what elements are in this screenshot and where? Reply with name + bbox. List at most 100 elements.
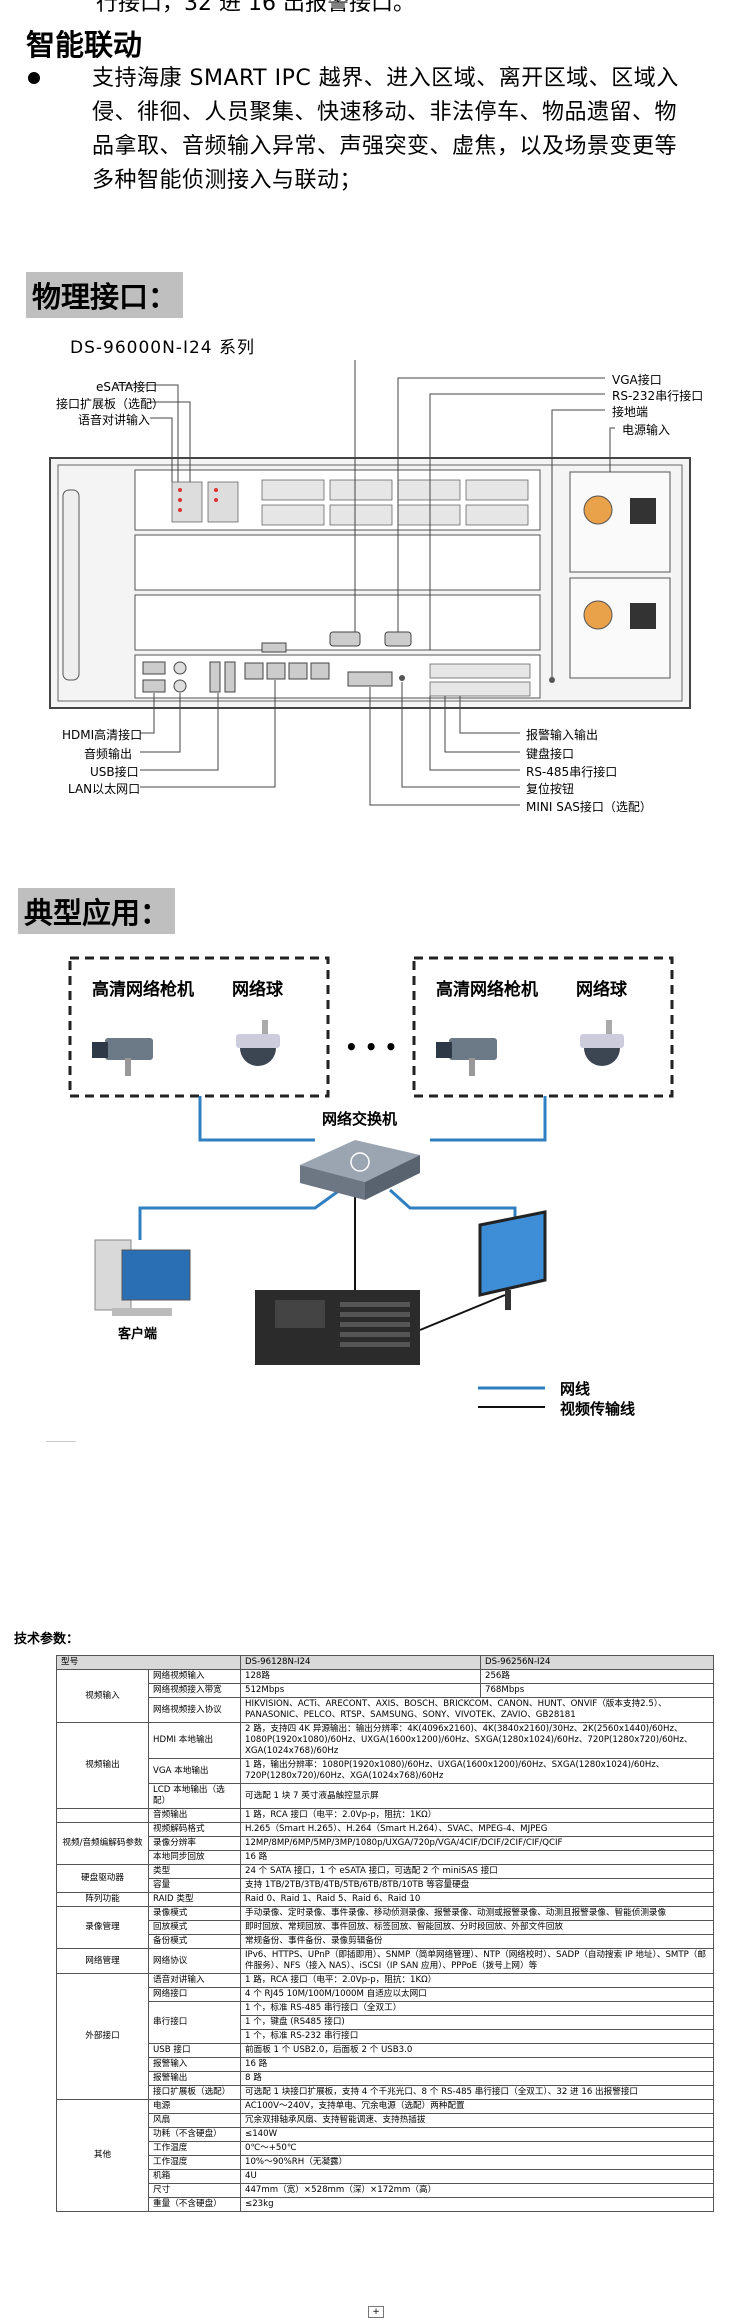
label-expansion-board: 接口扩展板（选配） <box>56 397 165 411</box>
spec-item-cell: 回放模式 <box>148 1920 241 1935</box>
label-vga: VGA接口 <box>612 373 662 387</box>
label-ground: 接地端 <box>612 405 649 419</box>
spec-value-cell: 支持 1TB/2TB/3TB/4TB/5TB/6TB/8TB/10TB 等容量硬… <box>240 1878 714 1893</box>
spec-value-cell: 1 个，标准 RS-232 串行接口 <box>240 2029 714 2044</box>
label-audio-talk-in: 语音对讲输入 <box>78 413 151 427</box>
spec-value-cell: 4U <box>240 2169 714 2184</box>
spec-value-cell: 8 路 <box>240 2071 714 2086</box>
spec-value-cell: 512Mbps <box>240 1683 481 1698</box>
label-power-input: 电源输入 <box>622 423 671 437</box>
spec-value-cell: 0℃～+50℃ <box>240 2141 714 2156</box>
spec-item-cell: HDMI 本地输出 <box>148 1722 241 1759</box>
table-row: USB 接口前面板 1 个 USB2.0，后面板 2 个 USB3.0 <box>57 2043 714 2058</box>
dome-camera-icon <box>580 1020 624 1066</box>
label-reset: 复位按钮 <box>526 782 575 796</box>
bullet-camera-icon <box>436 1038 497 1076</box>
spec-item-cell: 类型 <box>148 1864 241 1879</box>
table-row: 容量支持 1TB/2TB/3TB/4TB/5TB/6TB/8TB/10TB 等容… <box>57 1878 714 1893</box>
spec-title: 技术参数： <box>14 1632 80 1647</box>
spec-value-cell: 1 路，RCA 接口（电平：2.0Vp-p，阻抗：1KΩ） <box>240 1973 714 1988</box>
label-alarm-io: 报警输入输出 <box>526 728 599 742</box>
label-switch: 网络交换机 <box>322 1110 398 1128</box>
spec-value-cell: H.265（Smart H.265）、H.264（Smart H.264）、SV… <box>240 1822 714 1837</box>
spec-value-cell: Raid 0、Raid 1、Raid 5、Raid 6、Raid 10 <box>240 1892 714 1907</box>
spec-value-cell: ≤23kg <box>240 2197 714 2212</box>
legend-video-line: 视频传输线 <box>560 1400 636 1418</box>
spec-group-cell: 硬盘驱动器 <box>56 1864 149 1893</box>
label-esata: eSATA接口 <box>96 380 158 394</box>
spec-value-cell: 12MP/8MP/6MP/5MP/3MP/1080p/UXGA/720p/VGA… <box>240 1836 714 1851</box>
label-keyboard: 键盘接口 <box>526 747 575 761</box>
spec-table: 型号 DS-96128N-I24 DS-96256N-I24 视频输入网络视频输… <box>56 1655 714 2212</box>
spec-value-cell: 768Mbps <box>480 1683 714 1698</box>
spec-item-cell: 串行接口 <box>148 2001 241 2044</box>
add-row-handle[interactable]: + <box>368 2306 384 2318</box>
label-bullet-camera-2: 高清网络枪机 <box>436 980 538 1000</box>
spec-group-cell: 其他 <box>56 2099 149 2212</box>
spec-value-cell: 1 个，键盘 (RS485 接口) <box>240 2015 714 2030</box>
spec-item-cell: 电源 <box>148 2099 241 2114</box>
table-row: 录像管理录像模式手动录像、定时录像、事件录像、移动侦测录像、报警录像、动测或报警… <box>56 1906 714 1949</box>
table-row: 风扇冗余双排轴承风扇、支持智能调速、支持热插拔 <box>57 2113 714 2128</box>
spec-item-cell: 重量（不含硬盘） <box>148 2197 241 2212</box>
typical-heading: 典型应用： <box>18 888 176 934</box>
spec-item-cell: USB 接口 <box>148 2043 241 2058</box>
spec-value-cell: 10%～90%RH（无凝露） <box>240 2155 714 2170</box>
smart-text: 支持海康 SMART IPC 越界、进入区域、离开区域、区域入侵、徘徊、人员聚集… <box>92 66 679 193</box>
table-header-cell: DS-96256N-I24 <box>480 1655 714 1670</box>
table-row: 接口扩展板（选配）可选配 1 块接口扩展板，支持 4 个千兆光口、8 个 RS-… <box>57 2085 714 2100</box>
spec-item-cell: 尺寸 <box>148 2183 241 2198</box>
spec-item-cell: 功耗（不含硬盘） <box>148 2127 241 2142</box>
spec-value-cell: 2 路，支持四 4K 异源输出：输出分辨率：4K(4096x2160)、4K(3… <box>240 1722 714 1759</box>
spec-value-cell: 4 个 RJ45 10M/100M/1000M 自适应以太网口 <box>240 1987 714 2002</box>
spec-group-cell: 外部接口 <box>56 1973 149 2100</box>
spec-value-cell: 1 路，输出分辨率：1080P(1920x1080)/60Hz、UXGA(160… <box>240 1758 714 1784</box>
spec-item-cell: 网络协议 <box>148 1948 241 1974</box>
spec-group-cell: 网络管理 <box>56 1948 149 1974</box>
spec-group-cell: 录像管理 <box>56 1906 149 1949</box>
ellipsis: • • • <box>345 1035 398 1059</box>
spec-value-cell: HIKVISION、ACTi、ARECONT、AXIS、BOSCH、BRICKC… <box>240 1697 714 1723</box>
spec-item-cell: 网络视频接入带宽 <box>148 1683 241 1698</box>
table-row: LCD 本地输出（选配）可选配 1 块 7 英寸液晶触控显示屏 <box>57 1783 714 1809</box>
table-row: 回放模式即时回放、常规回放、事件回放、标签回放、智能回放、分时段回放、外部文件回… <box>57 1920 714 1935</box>
cut-line: 行接口，32 进 16 出报警接口。 <box>96 0 415 16</box>
label-rs232: RS-232串行接口 <box>612 389 704 403</box>
label-lan: LAN以太网口 <box>68 782 141 796</box>
spec-value-cell: 24 个 SATA 接口，1 个 eSATA 接口，可选配 2 个 miniSA… <box>240 1864 714 1879</box>
spec-item-cell: 接口扩展板（选配） <box>148 2085 241 2100</box>
spec-item-cell: 网络接口 <box>148 1987 241 2002</box>
spec-value-cell: ≤140W <box>240 2127 714 2142</box>
spec-value-cell: 16 路 <box>240 2057 714 2072</box>
spec-item-cell: RAID 类型 <box>148 1892 241 1907</box>
spec-value-cell: AC100V～240V，支持单电、冗余电源（选配）两种配置 <box>240 2099 714 2114</box>
spec-value-cell: 常规备份、事件备份、录像剪辑备份 <box>240 1934 714 1949</box>
spec-value-cell: IPv6、HTTPS、UPnP（即插即用）、SNMP（简单网络管理）、NTP（网… <box>240 1948 714 1974</box>
spec-item-cell: 工作湿度 <box>148 2155 241 2170</box>
spec-value-cell: 447mm（宽）×528mm（深）×172mm（高） <box>240 2183 714 2198</box>
legend-net-line: 网线 <box>560 1380 591 1398</box>
spec-value-cell: 1 个，标准 RS-485 串行接口（全双工） <box>240 2001 714 2016</box>
spec-item-cell: VGA 本地输出 <box>148 1758 241 1784</box>
spec-value-cell: 即时回放、常规回放、事件回放、标签回放、智能回放、分时段回放、外部文件回放 <box>240 1920 714 1935</box>
spec-item-cell: 报警输入 <box>148 2057 241 2072</box>
spec-item-cell: 风扇 <box>148 2113 241 2128</box>
physical-heading: 物理接口： <box>26 272 184 318</box>
